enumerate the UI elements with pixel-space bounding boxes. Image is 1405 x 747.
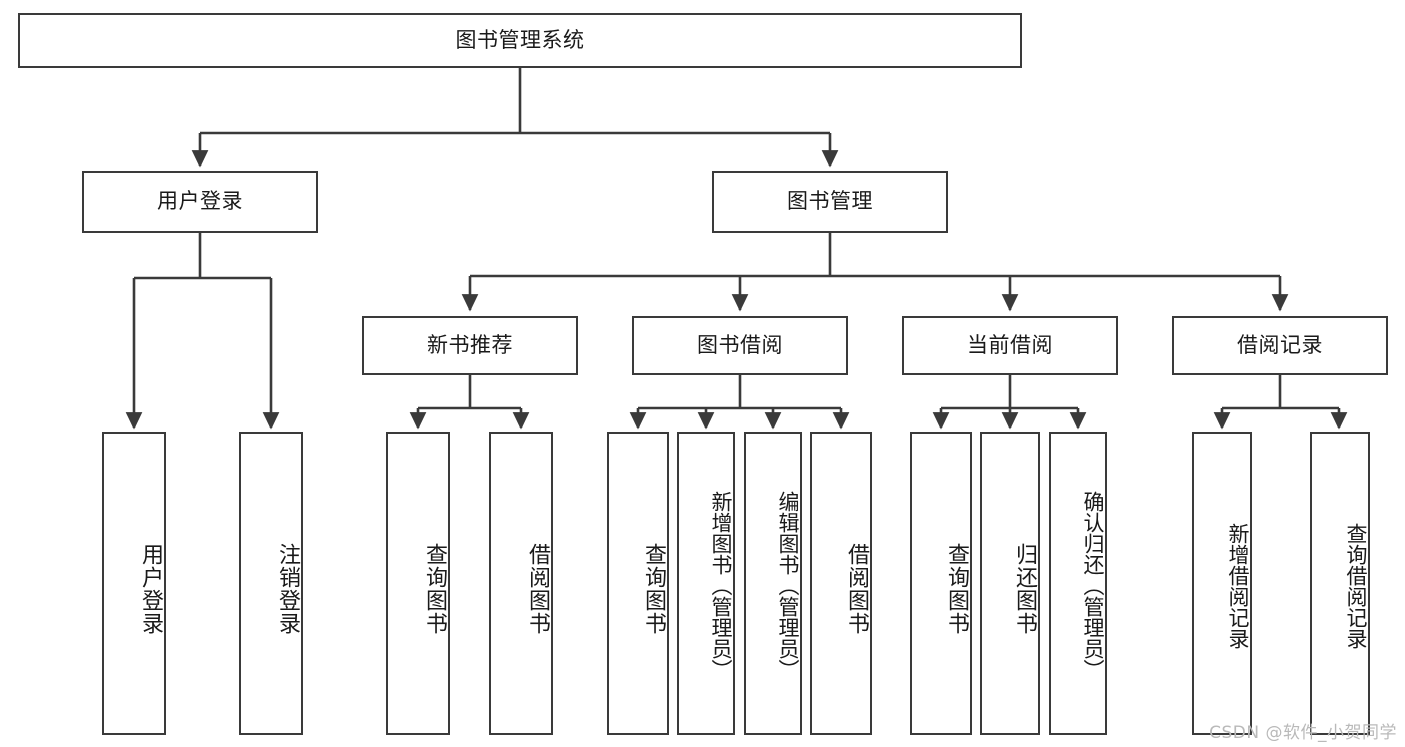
node-leaf-user-login[interactable]: 用户登录	[102, 432, 166, 735]
node-leaf-query-book-current[interactable]: 查询图书	[910, 432, 972, 735]
node-leaf-add-borrow-record[interactable]: 新增借阅记录	[1192, 432, 1252, 735]
node-new-book-recommend[interactable]: 新书推荐	[362, 316, 578, 375]
node-borrow-record[interactable]: 借阅记录	[1172, 316, 1388, 375]
node-leaf-return-book[interactable]: 归还图书	[980, 432, 1040, 735]
csdn-watermark: CSDN @软件_小贺同学	[1209, 723, 1397, 743]
node-book-manage[interactable]: 图书管理	[712, 171, 948, 233]
node-current-borrow[interactable]: 当前借阅	[902, 316, 1118, 375]
node-leaf-query-book-borrow[interactable]: 查询图书	[607, 432, 669, 735]
node-book-borrow[interactable]: 图书借阅	[632, 316, 848, 375]
node-root-system[interactable]: 图书管理系统	[18, 13, 1022, 68]
node-leaf-query-book-recommend[interactable]: 查询图书	[386, 432, 450, 735]
node-leaf-confirm-return[interactable]: 确认归还（管理员）	[1049, 432, 1107, 735]
node-leaf-add-book[interactable]: 新增图书（管理员）	[677, 432, 735, 735]
node-leaf-query-borrow-record[interactable]: 查询借阅记录	[1310, 432, 1370, 735]
node-user-login[interactable]: 用户登录	[82, 171, 318, 233]
node-leaf-user-logout[interactable]: 注销登录	[239, 432, 303, 735]
node-leaf-borrow-book[interactable]: 借阅图书	[810, 432, 872, 735]
node-leaf-edit-book[interactable]: 编辑图书（管理员）	[744, 432, 802, 735]
node-leaf-borrow-book-recommend[interactable]: 借阅图书	[489, 432, 553, 735]
